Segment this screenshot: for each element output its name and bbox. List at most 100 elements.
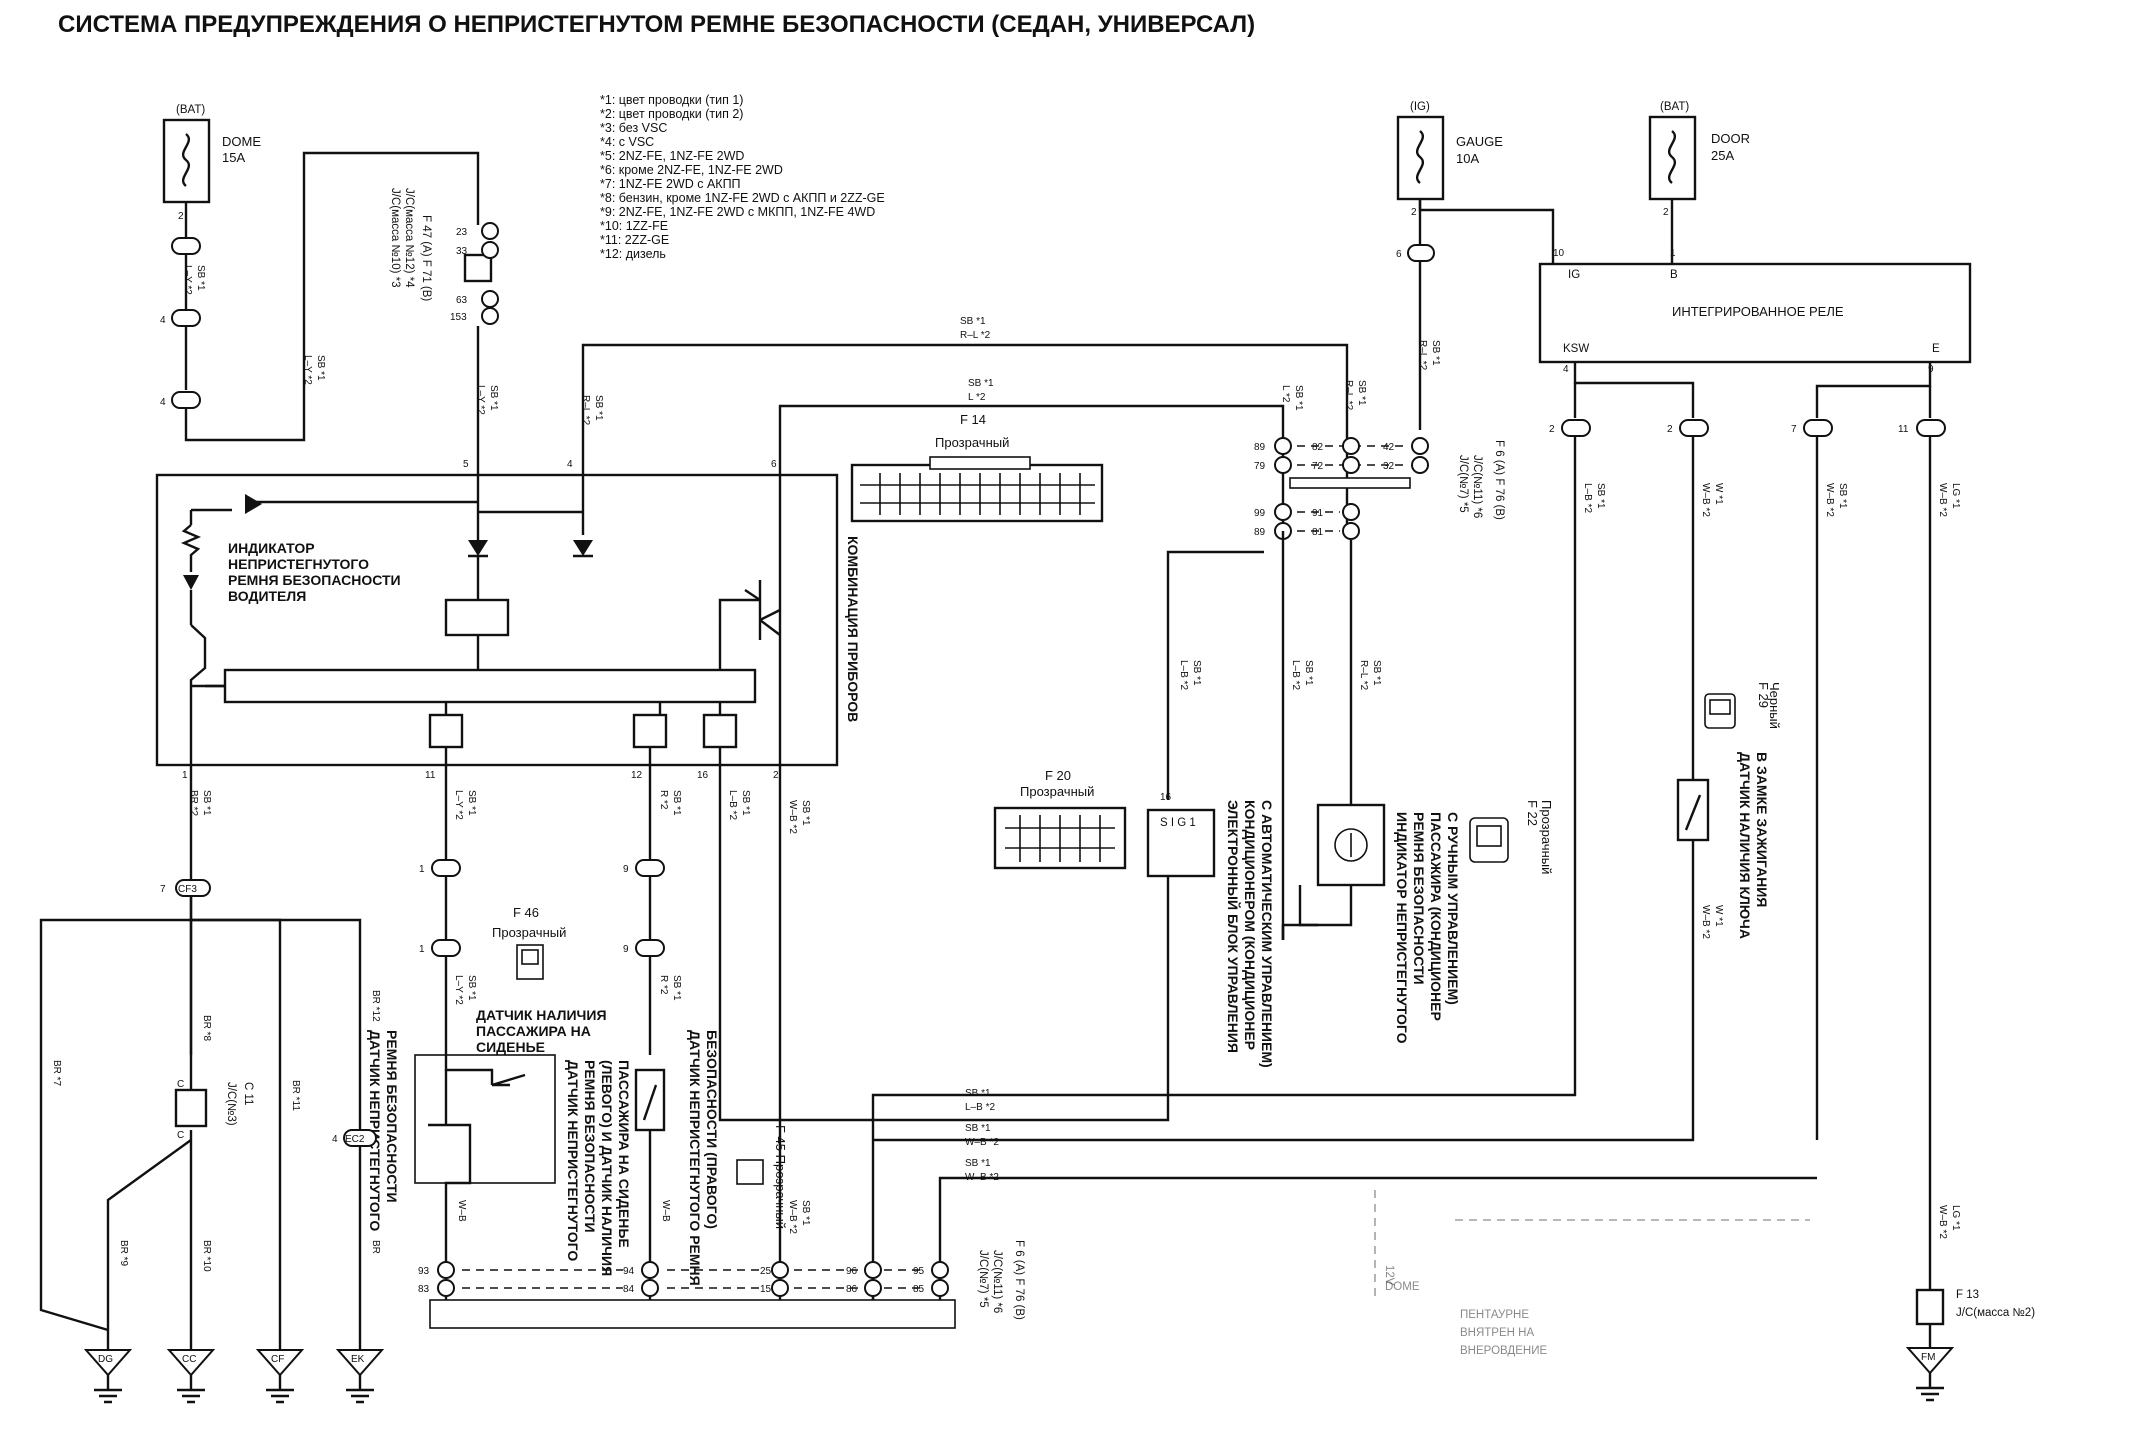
- note-7: *7: 1NZ-FE 2WD с АКПП: [600, 177, 741, 191]
- wl-r8: W–B *2: [1937, 483, 1948, 517]
- passenger-indicator: F 22 Прозрачный ИНДИКАТОР НЕПРИСТЕГНУТОГ…: [1298, 800, 1554, 1044]
- wl-c4: L–Y *2: [453, 790, 464, 820]
- f20-code: F 20: [1045, 768, 1071, 783]
- indicator-l1: ИНДИКАТОР: [228, 540, 315, 556]
- wl-r10: W–B *2: [1937, 1205, 1948, 1239]
- f14-type: Прозрачный: [935, 435, 1009, 450]
- fuse-door-supply: (BAT): [1660, 101, 1689, 113]
- f13-code: F 13: [1956, 1289, 1979, 1301]
- wl-c10: W–B *2: [787, 800, 798, 834]
- f22-type: Прозрачный: [1539, 800, 1554, 874]
- cluster-name: КОМБИНАЦИЯ ПРИБОРОВ: [845, 536, 861, 722]
- note-10: *10: 1ZZ-FE: [600, 219, 668, 233]
- ecu-pin-name: S I G 1: [1160, 817, 1196, 829]
- connector-f14: F 14 Прозрачный: [850, 412, 1104, 523]
- wl-4: L–Y *2: [302, 355, 313, 385]
- wl-c12: L–Y *2: [453, 975, 464, 1005]
- f29-type: Черный: [1767, 682, 1782, 729]
- diagram-title: СИСТЕМА ПРЕДУПРЕЖДЕНИЯ О НЕПРИСТЕГНУТОМ …: [58, 11, 1255, 38]
- bus-85: 85: [913, 1284, 925, 1295]
- indicator-l4: ВОДИТЕЛЯ: [228, 588, 306, 604]
- note-12: *12: дизель: [600, 247, 666, 261]
- fuse-gauge-rating: 10A: [1456, 151, 1479, 166]
- plugs-right: 6 2 2 7 11: [1396, 244, 1946, 437]
- ecu-ac-l2: КОНДИЦИОНЕРОМ (КОНДИЦИОНЕР: [1242, 800, 1258, 1050]
- key-sensor-l2: В ЗАМКЕ ЗАЖИГАНИЯ: [1754, 752, 1770, 907]
- note-6: *6: кроме 2NZ-FE, 1NZ-FE 2WD: [600, 163, 783, 177]
- wl-s1: W–B: [456, 1200, 467, 1222]
- wl-g1: BR *8: [201, 1015, 212, 1042]
- wl-h6: W–B *2: [965, 1172, 999, 1183]
- jc-tl-pin-63: 63: [456, 295, 468, 306]
- jc-tl-f-label: F 47 (A) F 71 (B): [420, 215, 432, 301]
- bus-15: 15: [760, 1284, 772, 1295]
- wl-c11: SB *1: [466, 975, 477, 1001]
- jc-b-f-label: F 6 (A) F 76 (B): [1013, 1240, 1025, 1320]
- wl-c1: SB *1: [201, 790, 212, 816]
- wl-c7: SB *1: [740, 790, 751, 816]
- ground-dg-label: DG: [98, 1354, 113, 1365]
- fuse-dome-supply: (BAT): [176, 104, 205, 116]
- wl-h3: SB *1: [965, 1123, 991, 1134]
- wl-6: L–Y *2: [475, 385, 486, 415]
- wl-r9: LG *1: [1950, 1205, 1961, 1231]
- seat-sensor-l3: СИДЕНЬЕ: [476, 1039, 545, 1055]
- f14-code: F 14: [960, 412, 986, 427]
- belt-left-l3: (ЛЕВОГО) И ДАТЧИК НАЛИЧИЯ: [599, 1060, 615, 1276]
- cluster-output-wires: 1 11 12 16 2 1 1 9 9 SB *1 BR *2 SB *1 L…: [182, 747, 1170, 1265]
- wl-r2: L–B *2: [1582, 483, 1593, 513]
- pass-ind-l1: ИНДИКАТОР НЕПРИСТЕГНУТОГО: [1394, 812, 1410, 1044]
- ground-section: CF3 7 C C J/C(№3) C 11 EC2 4 BR *8 BR *7…: [39, 879, 381, 1332]
- wl-5: SB *1: [488, 385, 499, 411]
- wl-16: R–L *2: [1343, 380, 1354, 411]
- belt-left-l1: ДАТЧИК НЕПРИСТЕГНУТОГО: [565, 1060, 581, 1261]
- belt-right-l2: БЕЗОПАСНОСТИ (ПРАВОГО): [704, 1030, 720, 1229]
- wl-c6: R *2: [658, 790, 669, 810]
- jc-tl-pin-153: 153: [450, 312, 467, 323]
- wl-h2: L–B *2: [965, 1102, 995, 1113]
- f46-code: F 46: [513, 905, 539, 920]
- jc-top-left: 23 33 63 153 J/C(масса №10) *3 J/C(масса…: [389, 188, 499, 325]
- fuse-door-name: DOOR: [1711, 131, 1750, 146]
- wire-labels-right: SB *1 L–B *2 W *1 W–B *2 SB *1 W–B *2 LG…: [965, 483, 1961, 1239]
- jc-r-89: 89: [1254, 442, 1266, 453]
- c11-code: C 11: [242, 1082, 254, 1105]
- fuse-gauge-supply: (IG): [1410, 101, 1430, 113]
- belt-left-l4: ПАССАЖИРА НА СИДЕНЬЕ: [616, 1060, 632, 1248]
- fuse-gauge: (IG) GAUGE 10A 2: [1396, 101, 1503, 218]
- wl-r18: R–L *2: [1358, 660, 1369, 691]
- cl-out-11: 11: [425, 770, 436, 781]
- cl-out-12: 12: [631, 770, 643, 781]
- jc-right: 89 82 42 79 72 32 99 91 89 81 J/C(№7) *5…: [1254, 430, 1505, 540]
- wl-g5: BR *9: [118, 1240, 129, 1267]
- f13-jc: J/C(масса №2): [1956, 1307, 2035, 1319]
- belt-driver-l1: ДАТЧИК НЕПРИСТЕГНУТОГО: [367, 1030, 383, 1231]
- wl-c14: R *2: [658, 975, 669, 995]
- wl-h4: W–B *2: [965, 1137, 999, 1148]
- wl-r4: W–B *2: [1700, 483, 1711, 517]
- wires-right: [871, 436, 1932, 1315]
- ground-cc-label: CC: [182, 1354, 196, 1365]
- note-5: *5: 2NZ-FE, 1NZ-FE 2WD: [600, 149, 744, 163]
- belt-left-l2: РЕМНЯ БЕЗОПАСНОСТИ: [582, 1060, 598, 1233]
- key-sensor-l1: ДАТЧИК НАЛИЧИЯ КЛЮЧА: [1737, 752, 1753, 939]
- plug-ec2: EC2: [345, 1134, 365, 1145]
- fuse-dome-name: DOME: [222, 134, 261, 149]
- cl-out-16: 16: [697, 770, 709, 781]
- wl-g4: BR *12: [370, 990, 381, 1022]
- note-9: *9: 2NZ-FE, 1NZ-FE 2WD с МКПП, 1NZ-FE 4W…: [600, 205, 875, 219]
- fuse-dome: (BAT) DOME 15A 2: [162, 104, 261, 222]
- c11-jc: J/C(№3): [225, 1082, 237, 1126]
- wl-c13: SB *1: [671, 975, 682, 1001]
- ground-dg: DG: [83, 1349, 133, 1404]
- wl-r7: LG *1: [1950, 483, 1961, 509]
- wl-7: SB *1: [593, 395, 604, 421]
- ground-cf: CF: [255, 1349, 305, 1404]
- wl-c9: SB *1: [800, 800, 811, 826]
- wl-s2: W–B: [660, 1200, 671, 1222]
- wl-c16: W–B *2: [787, 1200, 798, 1234]
- plug-ec2-pin: 4: [332, 1134, 338, 1145]
- fuse-gauge-name: GAUGE: [1456, 134, 1503, 149]
- ground-ek: EK: [335, 1349, 385, 1404]
- plug-cf3: CF3: [178, 884, 197, 895]
